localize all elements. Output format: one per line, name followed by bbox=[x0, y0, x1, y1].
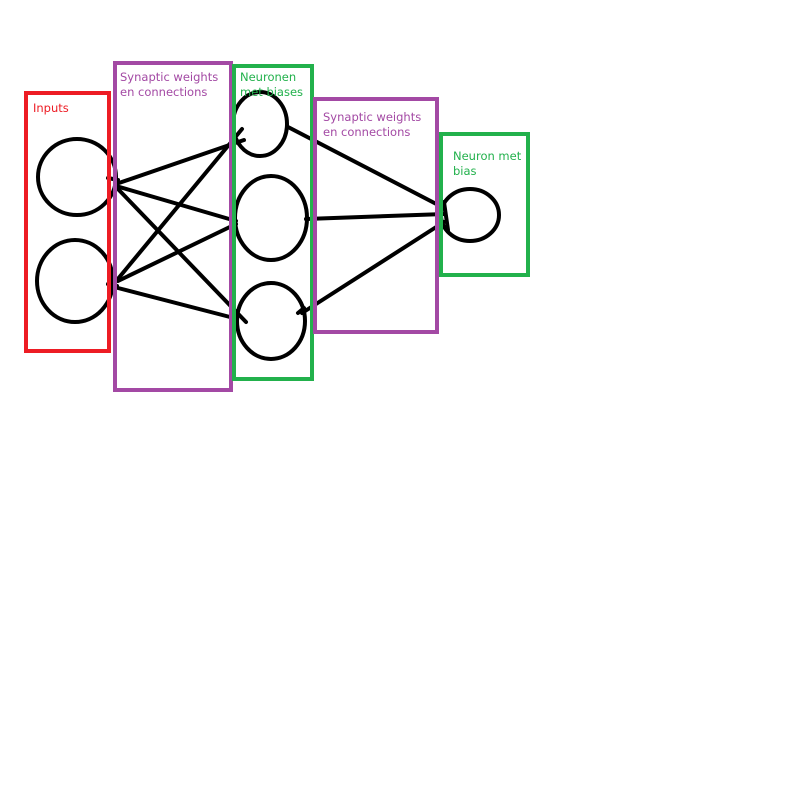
connection-in1-h3 bbox=[115, 186, 248, 324]
synapses-box-1 bbox=[113, 61, 233, 392]
hidden-neurons-box bbox=[232, 64, 314, 381]
connection-in2-h3 bbox=[116, 286, 232, 319]
connection-in1-h1 bbox=[114, 138, 246, 186]
connection-in2-h2 bbox=[116, 222, 238, 283]
synapses-box-2 bbox=[313, 97, 439, 334]
hook-out bbox=[442, 200, 450, 232]
output-neuron-box bbox=[439, 132, 530, 277]
connection-in1-h2 bbox=[114, 184, 238, 223]
inputs-box bbox=[24, 91, 111, 353]
hidden-neuron-3 bbox=[235, 281, 307, 361]
inputs-label: Inputs bbox=[33, 101, 69, 115]
output-neuron-label: Neuron met bias bbox=[453, 149, 522, 178]
connection-h2-out bbox=[304, 212, 447, 221]
synapses-label-1: Synaptic weights en connections bbox=[120, 70, 219, 99]
hidden-neurons-label: Neuronen met biases bbox=[240, 70, 304, 99]
connection-h3-out bbox=[300, 220, 446, 315]
connection-in2-h1 bbox=[115, 127, 244, 282]
synapses-label-2: Synaptic weights en connections bbox=[323, 110, 422, 139]
